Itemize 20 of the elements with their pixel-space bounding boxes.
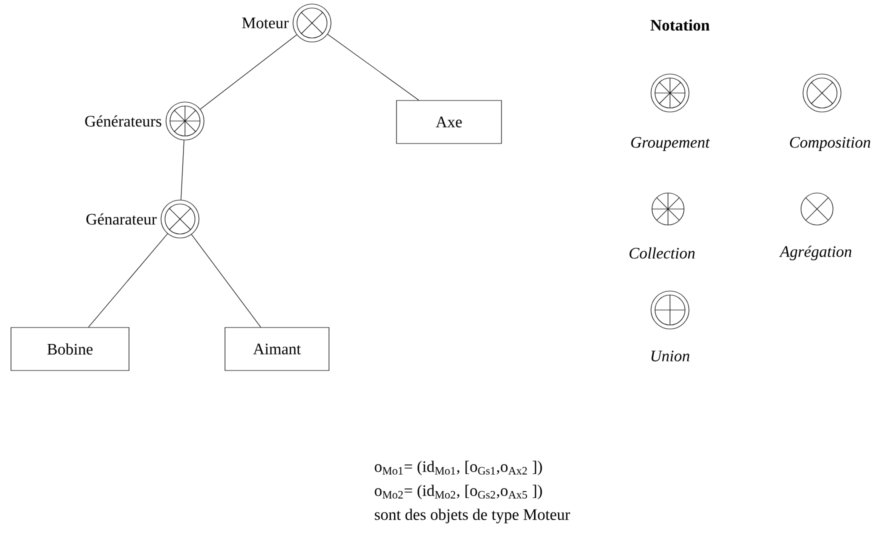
node-label: Générateurs: [85, 115, 162, 127]
formula-text: o$_{Mo1}$= (id$_{Mo1}$, [o$_{Gs1}$,o$_{Ax2}$ ]): [374, 460, 542, 476]
connector-line: [200, 34, 298, 110]
connector-line: [327, 34, 420, 100]
legend-label: Union: [651, 350, 690, 362]
legend-label: Groupement: [631, 137, 710, 151]
formula-text: o$_{Mo2}$= (id$_{Mo2}$, [o$_{Gs2}$,o$_{Ax5}$ ]): [374, 484, 542, 500]
connector-line: [88, 233, 168, 328]
node-label: Moteur: [242, 18, 289, 28]
box: Bobine: [10, 327, 130, 371]
legend-label: Composition: [790, 137, 870, 151]
legend-label: Agrégation: [779, 246, 852, 260]
connector-line: [180, 140, 184, 200]
legend-heading: Notation: [650, 19, 710, 31]
formula-text: sont des objets de type Moteur: [374, 508, 570, 524]
box: Aimant: [224, 327, 330, 371]
node-label: Génarateur: [86, 213, 157, 225]
legend-label: Collection: [630, 247, 695, 259]
box: Axe: [396, 100, 502, 144]
connector-line: [191, 234, 262, 328]
